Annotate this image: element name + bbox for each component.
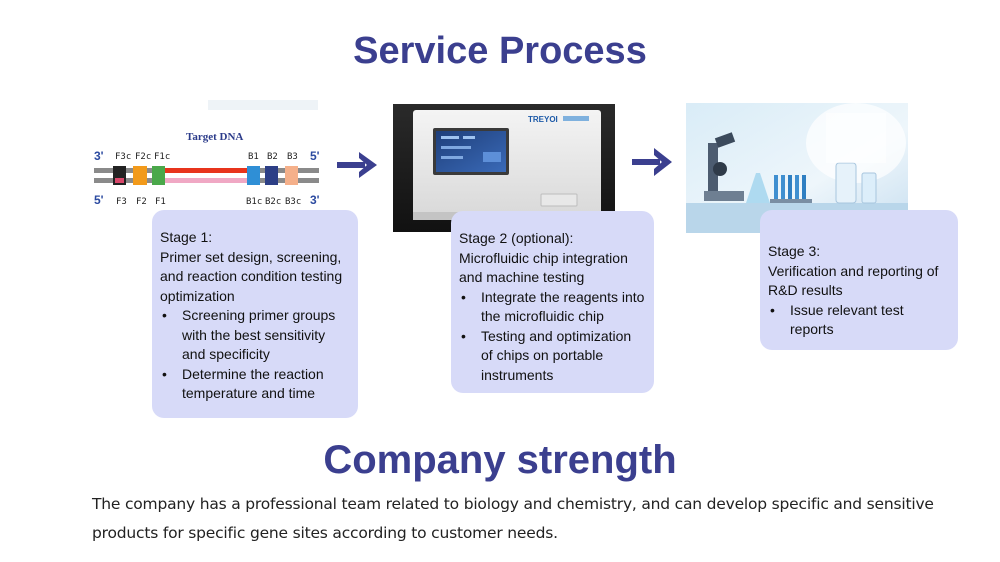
dna-top-label: F2c (135, 152, 151, 162)
dna-bottom-label: F3 (116, 197, 127, 207)
dna-bottom-label: F2 (136, 197, 147, 207)
dna-bottom-label: B2c (265, 197, 281, 207)
stage-1-subheading: Primer set design, screening, and reacti… (160, 248, 343, 304)
dna-bottom-label: B3c (285, 197, 301, 207)
dna-top-end-left: 3' (94, 149, 104, 163)
list-item: Screening primer groups with the best se… (160, 306, 350, 365)
dna-top-label: F1c (154, 152, 170, 162)
target-dna-diagram: Target DNA 3' 5' 5' 3' F3c F2c F1c B1 B2… (88, 100, 330, 210)
stage-2-card: Stage 2 (optional): Microfluidic chip in… (451, 211, 654, 393)
stage-3-heading: Stage 3: (768, 243, 821, 259)
stage-2-heading: Stage 2 (optional): (459, 230, 574, 246)
dna-top-end-right: 5' (310, 149, 320, 163)
stage-2-bullet-list: Integrate the reagents into the microflu… (459, 288, 646, 386)
dna-top-label: F3c (115, 152, 131, 162)
right-arrow-icon (632, 148, 672, 176)
right-arrow-icon (337, 152, 377, 178)
dna-bottom-end-left: 5' (94, 193, 104, 207)
list-item: Issue relevant test reports (768, 301, 950, 340)
dna-top-label: B1 (248, 152, 259, 162)
stage-3-subheading: Verification and reporting of R&D result… (768, 262, 939, 299)
dna-bottom-label: B1c (246, 197, 262, 207)
company-strength-title: Company strength (323, 438, 677, 482)
stage-2-subheading: Microfluidic chip integration and machin… (459, 249, 628, 286)
dna-top-label: B2 (267, 152, 278, 162)
service-process-title: Service Process (353, 30, 647, 72)
company-strength-text: The company has a professional team rela… (92, 495, 934, 542)
stage-3-bullet-list: Issue relevant test reports (768, 301, 950, 340)
dna-bottom-end-right: 3' (310, 193, 320, 207)
device-brand-label: TREYOI (528, 115, 558, 124)
target-dna-label: Target DNA (186, 131, 243, 143)
stage-3-card: Stage 3: Verification and reporting of R… (760, 210, 958, 350)
dna-bottom-label: F1 (155, 197, 166, 207)
list-item: Testing and optimization of chips on por… (459, 327, 646, 386)
stage-1-bullet-list: Screening primer groups with the best se… (160, 306, 350, 404)
dna-top-label: B3 (287, 152, 298, 162)
list-item: Integrate the reagents into the microflu… (459, 288, 646, 327)
stage-1-card: Stage 1: Primer set design, screening, a… (152, 210, 358, 418)
list-item: Determine the reaction temperature and t… (160, 365, 350, 404)
stage-1-heading: Stage 1: (160, 229, 213, 245)
